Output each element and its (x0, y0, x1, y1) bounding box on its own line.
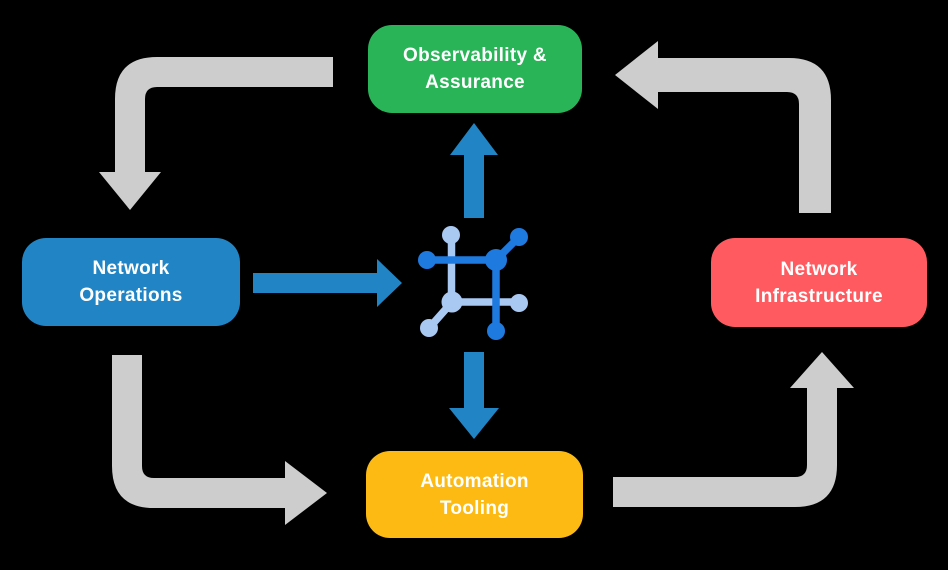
node-label-line: Assurance (425, 72, 525, 93)
node-label-line: Observability & (403, 45, 547, 66)
network-mesh-icon-dark-nodes (418, 228, 528, 340)
arrow-center-to-tooling (449, 352, 499, 439)
arrow-operations-to-tooling (112, 355, 327, 525)
node-network-infrastructure: Network Infrastructure (711, 238, 927, 327)
node-network-operations: Network Operations (22, 238, 240, 326)
arrow-center-to-observability (450, 123, 498, 218)
node-label-line: Network (780, 258, 858, 280)
flow-arrows (253, 123, 499, 439)
node-label-line: Infrastructure (755, 285, 883, 307)
arrow-tooling-to-infrastructure (613, 352, 854, 507)
arrow-observability-to-operations (99, 57, 333, 210)
network-mesh-icon (418, 226, 528, 340)
node-label-line: Network (92, 258, 170, 279)
node-observability-assurance: Observability & Assurance (368, 25, 582, 113)
network-mesh-icon-light-nodes (420, 226, 528, 337)
arrow-operations-to-center (253, 259, 402, 307)
node-label-line: Tooling (439, 497, 510, 519)
node-label-line: Operations (79, 285, 183, 306)
node-automation-tooling: Automation Tooling (366, 451, 583, 538)
cycle-arrows (99, 41, 854, 525)
node-label-line: Automation (420, 470, 529, 492)
arrow-infrastructure-to-observability (615, 41, 831, 213)
